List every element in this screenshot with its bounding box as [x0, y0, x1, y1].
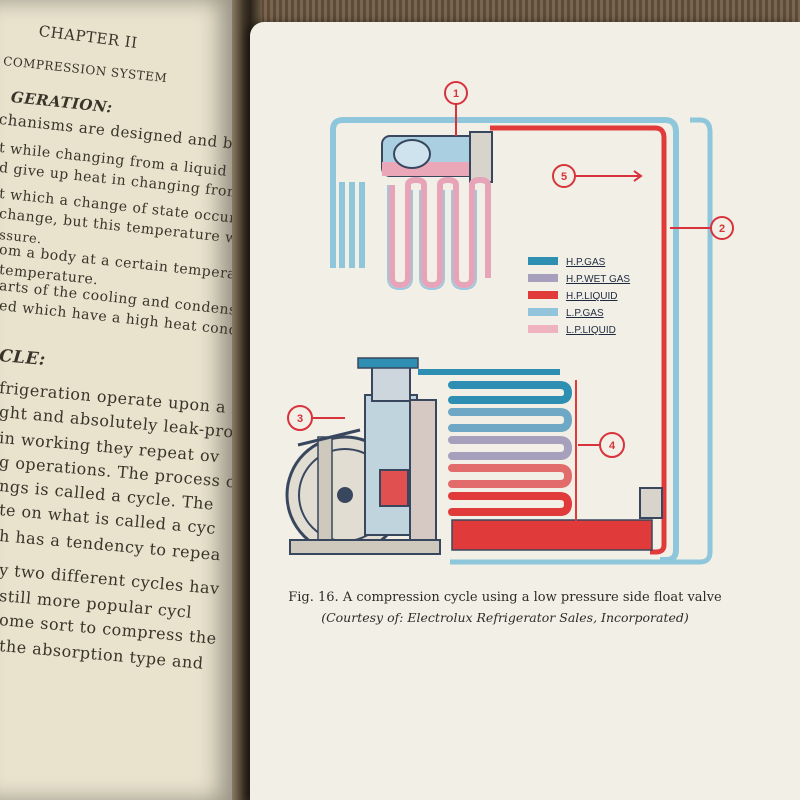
- svg-text:4: 4: [609, 440, 616, 452]
- hp-liquid-line: [490, 125, 667, 555]
- left-book-page: CHAPTER II COMPRESSION SYSTEM GERATION: …: [0, 0, 238, 800]
- legend-label-hp-liquid: H.P.LIQUID: [566, 291, 618, 302]
- lp-gas-line: [330, 117, 679, 563]
- figure-caption: Fig. 16. A compression cycle using a low…: [288, 590, 722, 605]
- svg-text:5: 5: [561, 171, 567, 183]
- callout-5: 5: [552, 164, 643, 188]
- float-ball: [393, 139, 431, 169]
- legend-swatch-lp-gas: [528, 308, 558, 316]
- callout-1: 1: [444, 81, 468, 136]
- legend-label-lp-gas: L.P.GAS: [566, 308, 604, 319]
- condenser-coils: [448, 381, 573, 516]
- legend-swatch-hp-gas: [528, 257, 558, 265]
- callout-4: 4: [578, 432, 625, 458]
- figure-credit: (Courtesy of: Electrolux Refrigerator Sa…: [321, 610, 689, 625]
- svg-text:3: 3: [297, 413, 303, 425]
- compressor: [285, 357, 441, 555]
- legend: H.P.GAS H.P.WET GAS H.P.LIQUID L.P.GAS L…: [528, 257, 630, 336]
- legend-label-hp-wet-gas: H.P.WET GAS: [566, 274, 630, 285]
- float-valve: [469, 131, 493, 183]
- float-valve-low: [639, 487, 663, 519]
- svg-text:2: 2: [719, 223, 725, 235]
- legend-label-lp-liquid: L.P.LIQUID: [566, 325, 616, 336]
- return-line: [450, 117, 713, 565]
- evaporator-coils: [339, 176, 491, 291]
- legend-swatch-lp-liquid: [528, 325, 558, 333]
- callout-3: 3: [287, 405, 345, 431]
- legend-label-hp-gas: H.P.GAS: [566, 257, 606, 268]
- svg-text:1: 1: [453, 88, 459, 100]
- liquid-receiver: [451, 519, 653, 551]
- legend-swatch-hp-liquid: [528, 291, 558, 299]
- callout-2: 2: [670, 216, 734, 240]
- legend-swatch-hp-wet-gas: [528, 274, 558, 282]
